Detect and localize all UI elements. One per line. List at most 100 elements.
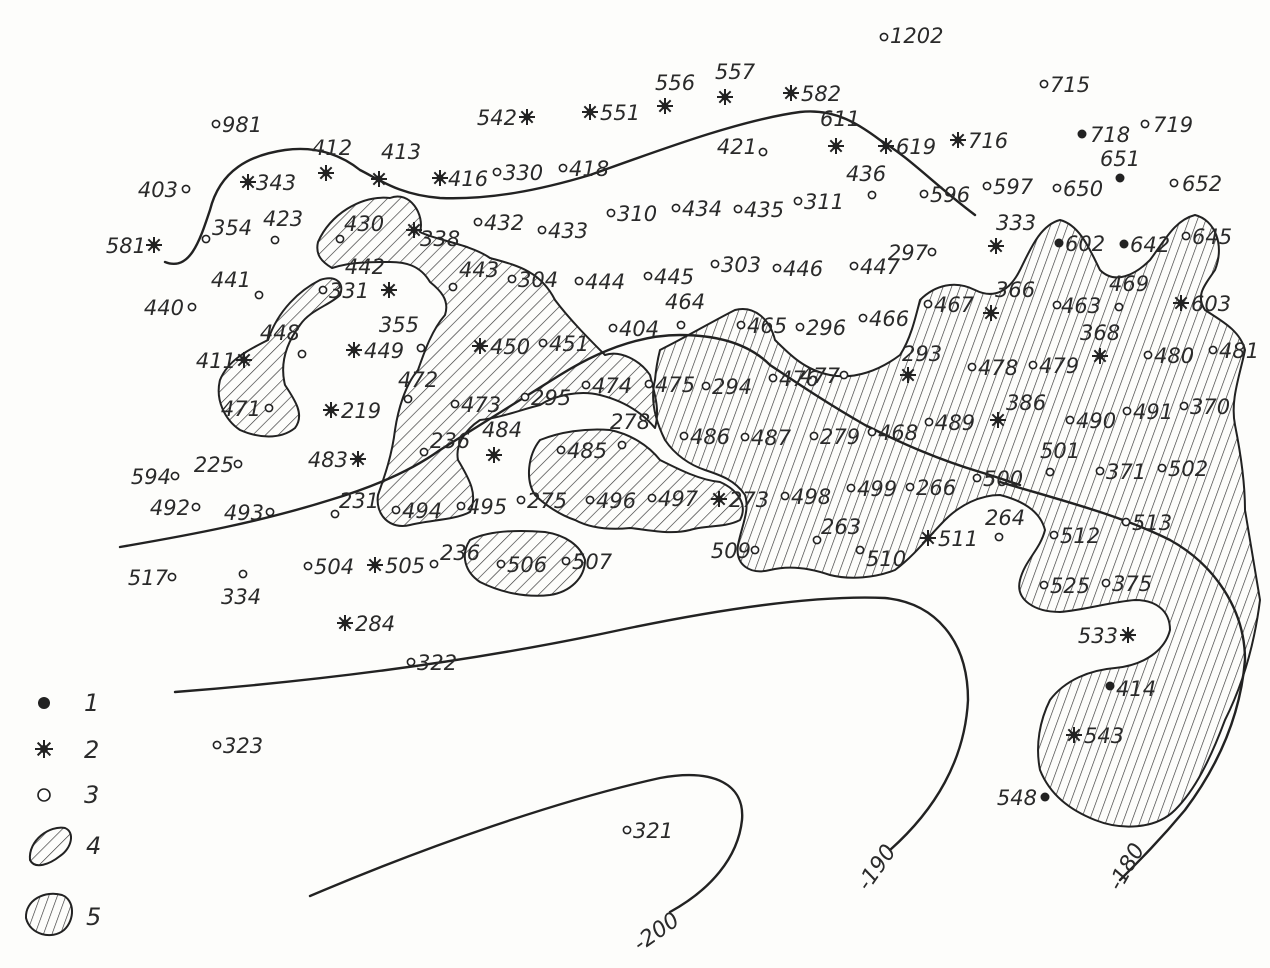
well-label: 581 [106, 234, 146, 258]
well-circle-icon [750, 545, 760, 555]
well-circle-icon [780, 491, 790, 501]
well-star-icon [878, 138, 894, 154]
well-label: 412 [312, 136, 352, 160]
well-circle-icon [617, 440, 627, 450]
well-label: 236 [430, 429, 470, 453]
well-circle-icon [644, 379, 654, 389]
well-circle-icon [416, 343, 426, 353]
well-circle-icon [556, 445, 566, 455]
well-label: 505 [385, 554, 425, 578]
well-label: 321 [633, 819, 673, 843]
well-circle-icon [585, 495, 595, 505]
well-circle-icon [170, 471, 180, 481]
well-label: 375 [1112, 572, 1152, 596]
well-circle-icon [846, 483, 856, 493]
well-circle-icon [270, 235, 280, 245]
well-label: 263 [821, 515, 861, 539]
well-557: 557 [715, 60, 756, 105]
well-1202: 1202 [879, 24, 943, 48]
well-label: 650 [1063, 177, 1103, 201]
hatched-zone-west [316, 195, 659, 527]
contour-label-180: -180 [1104, 839, 1151, 895]
well-418: 418 [558, 157, 609, 181]
well-label: 645 [1192, 225, 1232, 249]
well-circle-icon [676, 320, 686, 330]
well-circle-icon [923, 299, 933, 309]
well-label: 297 [888, 241, 929, 265]
well-375: 375 [1101, 572, 1152, 596]
well-label: 487 [751, 426, 792, 450]
well-label: 513 [1132, 511, 1172, 535]
well-label: 279 [820, 425, 860, 449]
well-label: 444 [585, 270, 625, 294]
well-981: 981 [211, 113, 262, 137]
well-circle-icon [233, 459, 243, 469]
well-star-icon [950, 132, 966, 148]
well-491: 491 [1122, 400, 1173, 424]
well-495: 495 [456, 495, 507, 519]
well-label: 354 [212, 216, 252, 240]
legend-item-4: 4 [28, 826, 101, 867]
well-432: 432 [473, 211, 524, 235]
well-circle-icon [733, 204, 743, 214]
well-label: 225 [194, 453, 234, 477]
well-label: 556 [655, 71, 695, 95]
well-star-icon [717, 89, 733, 105]
well-circle-icon [867, 190, 877, 200]
well-star-icon [371, 171, 387, 187]
well-circle-icon [558, 163, 568, 173]
well-label: 416 [448, 167, 488, 191]
well-circle-icon [181, 184, 191, 194]
well-label: 445 [654, 265, 694, 289]
well-circle-icon [191, 502, 201, 512]
well-333: 333 [988, 211, 1036, 254]
well-label: 430 [344, 212, 384, 236]
well-354: 354 [201, 216, 252, 244]
well-label: 476 [779, 367, 819, 391]
well-450: 450 [472, 335, 530, 359]
well-533: 533 [1078, 624, 1136, 648]
well-466: 466 [858, 307, 909, 331]
well-label: 331 [329, 279, 369, 303]
well-275: 275 [516, 489, 567, 513]
well-label: 303 [721, 253, 761, 277]
legend-star-mark [35, 740, 53, 758]
well-485: 485 [556, 439, 607, 463]
well-330: 330 [492, 161, 543, 185]
contour-north [163, 110, 977, 265]
well-416: 416 [432, 167, 488, 191]
well-499: 499 [846, 477, 897, 501]
well-334: 334 [221, 569, 261, 609]
well-circle-icon [1049, 530, 1059, 540]
well-label: 497 [658, 487, 699, 511]
well-label: 414 [1116, 677, 1156, 701]
legend-label-1: 1 [84, 689, 99, 717]
well-circle-icon [1101, 578, 1111, 588]
well-311: 311 [793, 190, 844, 214]
well-264: 264 [985, 506, 1025, 542]
well-449: 449 [346, 339, 404, 363]
well-label: 436 [846, 162, 886, 186]
well-443: 443 [448, 258, 499, 292]
contour-label-200: -200 [629, 908, 684, 957]
well-642: 642 [1119, 233, 1170, 257]
well-circle-icon [456, 501, 466, 511]
hatched-zone-far-west [217, 277, 343, 438]
well-542: 542 [477, 106, 535, 130]
well-circle-icon [1208, 345, 1218, 355]
well-label: 479 [1039, 354, 1079, 378]
well-star-icon [318, 165, 334, 181]
well-label: 474 [592, 374, 632, 398]
well-label: 494 [402, 499, 442, 523]
well-dot-icon [1077, 129, 1087, 139]
well-star-icon [146, 237, 162, 253]
well-circle-icon [212, 740, 222, 750]
well-501: 501 [1040, 439, 1080, 477]
well-star-icon [783, 85, 799, 101]
well-star-icon [486, 447, 502, 463]
well-331: 331 [318, 279, 369, 303]
well-label: 715 [1050, 73, 1090, 97]
well-circle-icon [450, 399, 460, 409]
well-label: 433 [548, 219, 588, 243]
